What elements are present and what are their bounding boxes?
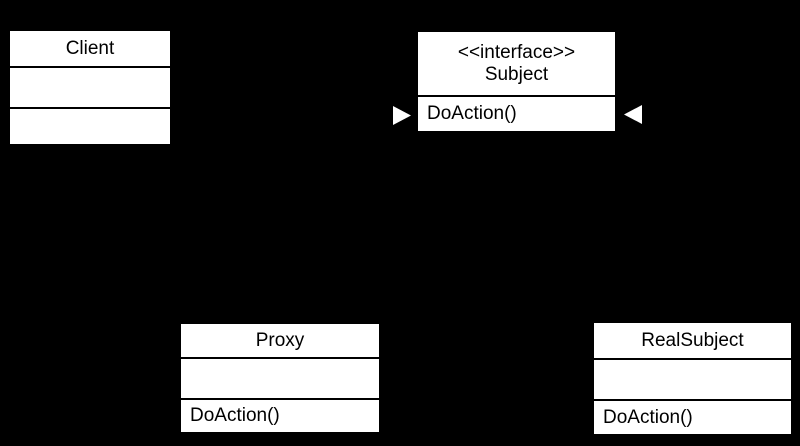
client-methods-compartment (10, 107, 170, 144)
proxy-attributes-compartment (181, 357, 379, 398)
client-name-compartment: Client (10, 31, 170, 66)
class-box-subject: <<interface>> Subject DoAction() (416, 30, 617, 133)
realsubject-attributes-compartment (594, 358, 791, 399)
class-box-realsubject: RealSubject DoAction() (592, 321, 793, 436)
proxy-methods-compartment: DoAction() (181, 398, 379, 432)
realization-arrowhead-right-icon (624, 105, 642, 124)
class-box-proxy: Proxy DoAction() (179, 322, 381, 434)
proxy-name-compartment: Proxy (181, 324, 379, 357)
realsubject-class-name: RealSubject (641, 329, 744, 351)
realization-arrowhead-left-icon (393, 106, 411, 125)
subject-methods-compartment: DoAction() (418, 95, 615, 131)
realsubject-method-doaction: DoAction() (603, 406, 693, 428)
proxy-class-name: Proxy (255, 329, 305, 351)
subject-stereotype: <<interface>> (457, 41, 576, 63)
realsubject-methods-compartment: DoAction() (594, 399, 791, 434)
proxy-method-doaction: DoAction() (190, 405, 280, 427)
client-attributes-compartment (10, 66, 170, 107)
subject-name-compartment: <<interface>> Subject (418, 32, 615, 95)
client-class-name: Client (65, 37, 115, 59)
class-box-client: Client (8, 29, 172, 146)
realsubject-name-compartment: RealSubject (594, 323, 791, 358)
subject-method-doaction: DoAction() (427, 103, 517, 125)
subject-class-name: Subject (484, 63, 549, 85)
